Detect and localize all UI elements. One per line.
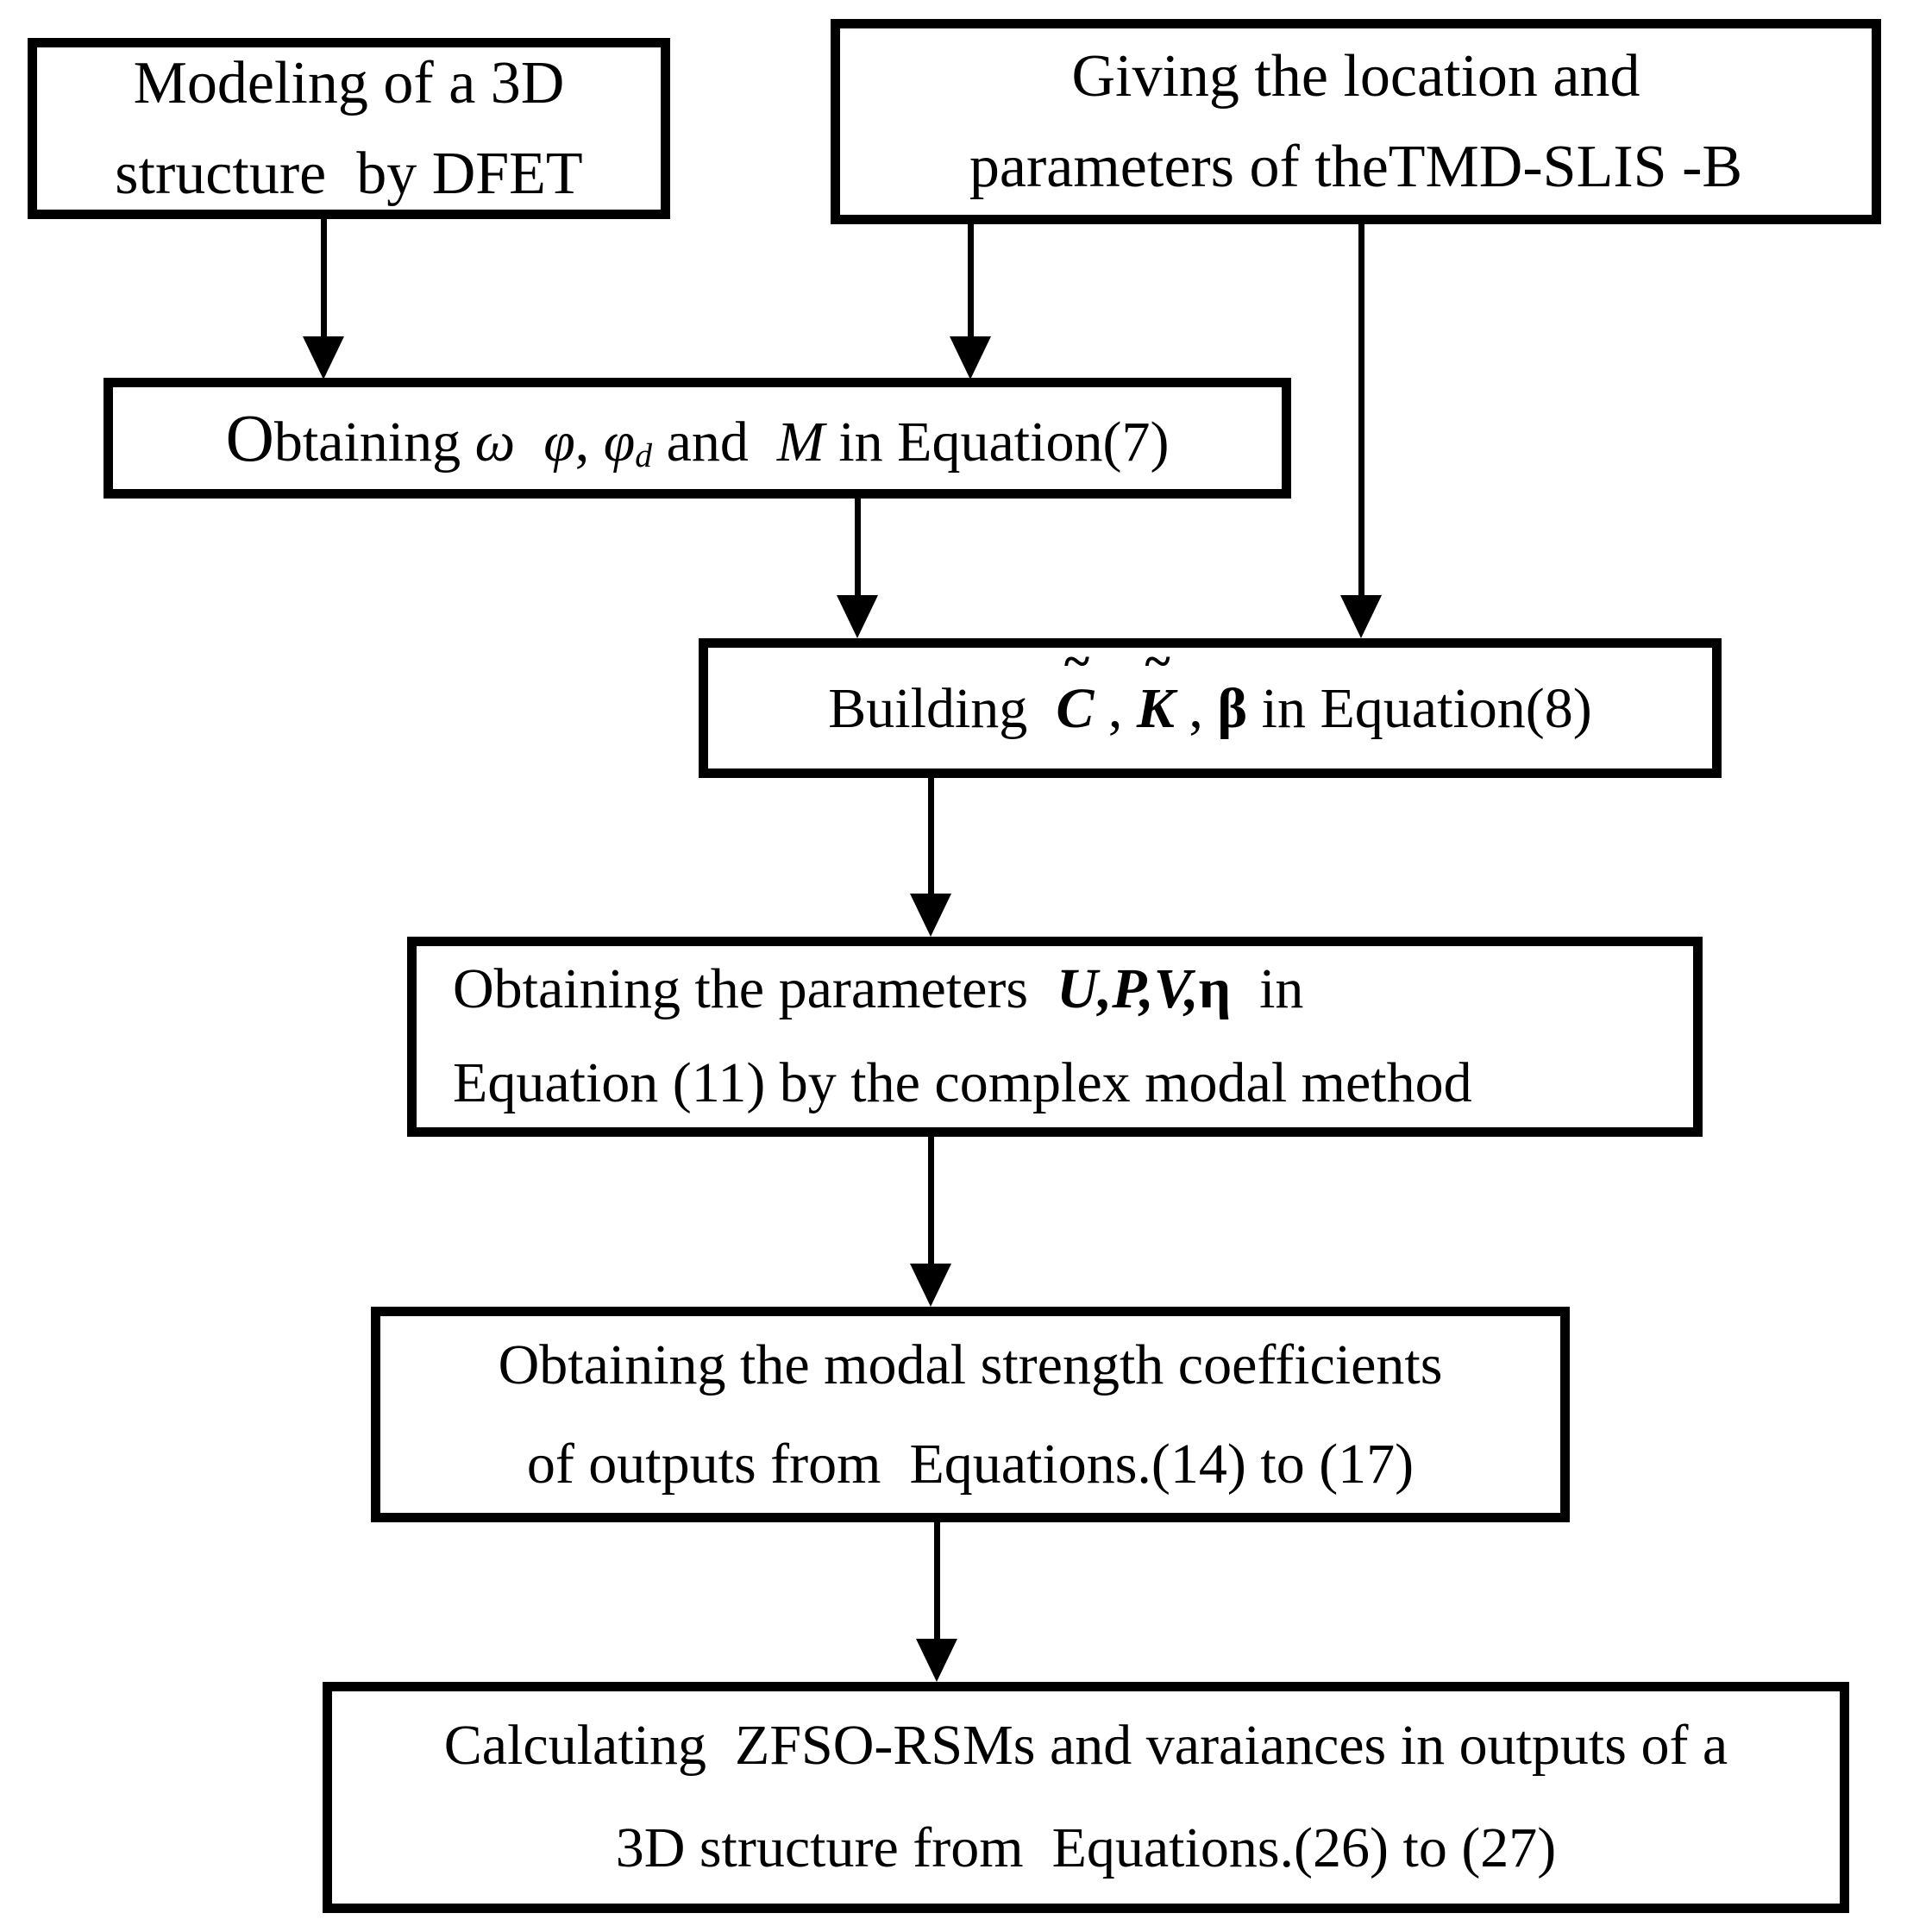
arrow-parameters-to-coefficients [910, 1137, 951, 1307]
phi-symbol: φ [543, 410, 575, 474]
eta-symbol: η [1198, 957, 1232, 1021]
flow-box-obtaining-parameters: Obtaining the parameters U,P,V,η in Equa… [407, 937, 1703, 1137]
phrase-obtaining-parameters: Obtaining the parameters [453, 957, 1057, 1021]
c-letter: C [1056, 676, 1095, 740]
box-text-line: Obtaining the modal strength coefficient… [498, 1333, 1443, 1396]
arrow-shaft [320, 219, 327, 336]
flow-box-modeling-3d-structure: Modeling of a 3D structure by DFET [28, 38, 670, 219]
spacer [515, 411, 543, 474]
comma: , [1094, 676, 1137, 740]
box-text-line: Calculating ZFSO-RSMs and varaiances in … [443, 1714, 1728, 1778]
flow-box-calculating-zfso-rsms: Calculating ZFSO-RSMs and varaiances in … [323, 1682, 1849, 1913]
arrowhead-icon [1340, 595, 1382, 638]
initial-capital: O [225, 400, 274, 475]
arrowhead-icon [837, 595, 878, 638]
arrow-shaft [854, 499, 861, 595]
c-tilde-symbol: ~C [1056, 637, 1095, 751]
arrow-shaft [967, 224, 974, 336]
box-text-line: Building ~C , ~K , β in Equation(8) [828, 637, 1592, 751]
arrow-shaft [1358, 224, 1364, 595]
box-text-line: structure by DFET [115, 141, 583, 207]
equation-reference: in Equation(7) [824, 410, 1170, 474]
arrow-shaft [927, 778, 934, 894]
word-in: in [1231, 957, 1304, 1021]
box-text-line: Obtaining ω φ, φd and M in Equation(7) [226, 388, 1170, 489]
upv-symbols: U,P,V, [1057, 957, 1199, 1021]
arrow-giving-to-modal [950, 224, 991, 380]
arrowhead-icon [910, 894, 951, 937]
tilde-accent: ~ [1145, 634, 1170, 688]
box-text-line: Equation (11) by the complex modal metho… [453, 1051, 1472, 1114]
arrowhead-icon [950, 336, 991, 380]
box-text-line: Giving the location and [1071, 43, 1640, 110]
subscript-d: d [635, 436, 653, 474]
word-obtaining: btaining [273, 410, 475, 474]
flow-box-modal-strength-coefficients: Obtaining the modal strength coefficient… [371, 1307, 1570, 1522]
m-symbol: M [776, 410, 825, 474]
arrow-coefficients-to-calculating [916, 1522, 957, 1682]
flow-box-obtaining-modal-quantities: Obtaining ω φ, φd and M in Equation(7) [104, 378, 1291, 499]
arrow-shaft [933, 1522, 940, 1639]
arrowhead-icon [303, 336, 344, 380]
comma: , [1174, 676, 1218, 740]
box-text-line: parameters of theTMD-SLIS -B [969, 134, 1743, 200]
arrowhead-icon [916, 1639, 957, 1682]
k-tilde-symbol: ~K [1136, 637, 1175, 751]
flow-box-giving-location-parameters: Giving the location and parameters of th… [831, 19, 1881, 224]
arrow-building-to-parameters [910, 778, 951, 937]
box-text-line: Obtaining the parameters U,P,V,η in [453, 943, 1303, 1037]
k-letter: K [1136, 676, 1175, 740]
arrow-shaft [927, 1137, 934, 1264]
flow-box-building-matrices: Building ~C , ~K , β in Equation(8) [699, 637, 1722, 778]
box-text-line: of outputs from Equations.(14) to (17) [526, 1433, 1415, 1496]
box-text-line: Modeling of a 3D [133, 50, 565, 116]
comma: , [574, 410, 604, 474]
word-building: Building [828, 676, 1057, 740]
equation-reference: in Equation(8) [1247, 676, 1592, 740]
beta-symbol: β [1217, 676, 1248, 740]
phi-d-symbol: φ [603, 410, 636, 474]
arrowhead-icon [910, 1264, 951, 1307]
tilde-accent: ~ [1063, 634, 1090, 688]
omega-symbol: ω [474, 410, 516, 474]
arrow-modal-to-building [837, 499, 878, 638]
box-text-line: 3D structure from Equations.(26) to (27) [615, 1816, 1557, 1879]
arrow-modeling-to-modal [303, 219, 344, 380]
arrow-giving-to-building [1340, 224, 1382, 638]
word-and: and [652, 410, 777, 474]
